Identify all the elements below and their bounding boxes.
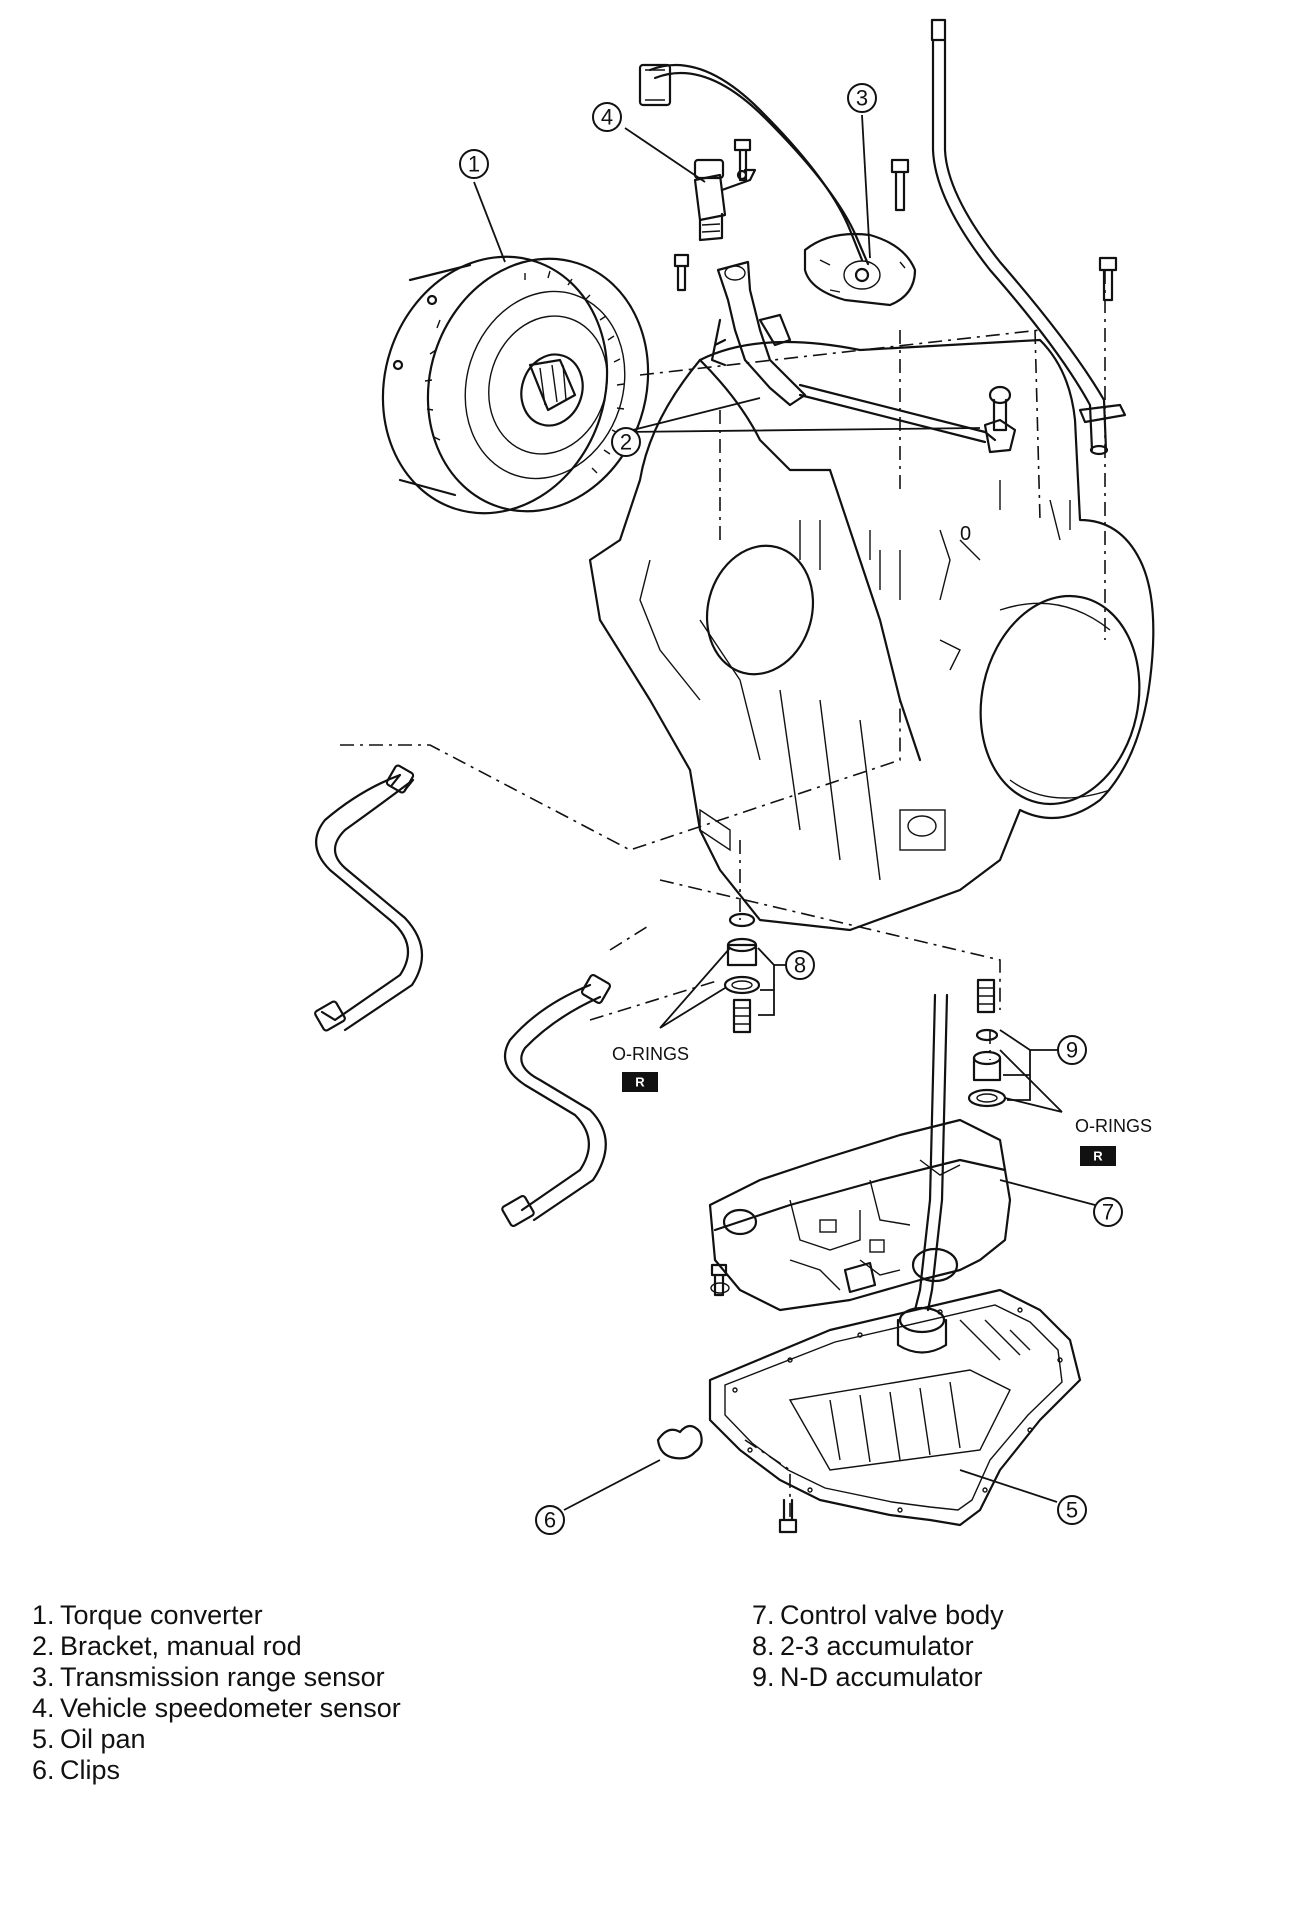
svg-text:1: 1 <box>468 152 480 177</box>
svg-text:6: 6 <box>544 1508 556 1533</box>
oil-cooler-pipes-drawing <box>314 764 612 1228</box>
callout-3: 3 <box>847 83 877 113</box>
bracket-manual-rod-drawing <box>673 253 1017 454</box>
replace-badge-left: R <box>622 1072 658 1092</box>
oil-pan-drawing <box>708 1288 1082 1534</box>
svg-text:5: 5 <box>1066 1498 1078 1523</box>
n-d-accumulator-drawing <box>967 978 1007 1108</box>
legend-item: 2.Bracket, manual rod <box>32 1631 302 1661</box>
exploded-transmission-diagram: 0 <box>314 18 1155 1535</box>
callout-5: 5 <box>1057 1495 1087 1525</box>
legend-item: 8.2-3 accumulator <box>752 1631 974 1661</box>
svg-text:0: 0 <box>960 523 971 545</box>
callout-7: 7 <box>1093 1197 1123 1227</box>
svg-text:R: R <box>635 1075 645 1090</box>
assembly-lines <box>340 270 1106 1520</box>
dipstick-tube-drawing <box>930 18 1127 456</box>
callout-8: 8 <box>785 950 815 980</box>
callout-6: 6 <box>535 1505 565 1535</box>
transmission-range-sensor-drawing <box>638 63 917 307</box>
transmission-case-drawing: 0 <box>588 338 1155 932</box>
callout-1: 1 <box>459 149 489 179</box>
svg-text:2: 2 <box>620 430 632 455</box>
o-rings-label-left: O-RINGS <box>612 1044 689 1064</box>
vehicle-speedometer-sensor-drawing <box>693 138 757 242</box>
torque-converter-drawing <box>381 255 650 515</box>
o-rings-label-right: O-RINGS <box>1075 1116 1152 1136</box>
legend-item: 3.Transmission range sensor <box>32 1662 385 1692</box>
svg-text:7: 7 <box>1102 1200 1114 1225</box>
callout-9: 9 <box>1057 1035 1087 1065</box>
legend-item: 1.Torque converter <box>32 1600 263 1630</box>
clip-drawing <box>656 1424 703 1460</box>
legend-item: 5.Oil pan <box>32 1724 146 1754</box>
legend-item: 4.Vehicle speedometer sensor <box>32 1693 401 1723</box>
legend-right-column: 7.Control valve body 8.2-3 accumulator 9… <box>752 1600 1004 1693</box>
svg-text:R: R <box>1093 1149 1103 1164</box>
svg-text:8: 8 <box>794 953 806 978</box>
svg-text:3: 3 <box>856 86 868 111</box>
accumulator-2-3-drawing <box>723 912 761 1034</box>
replace-badge-right: R <box>1080 1146 1116 1166</box>
legend-item: 7.Control valve body <box>752 1600 1004 1630</box>
svg-text:4: 4 <box>601 105 613 130</box>
svg-text:9: 9 <box>1066 1038 1078 1063</box>
legend-left-column: 1.Torque converter 2.Bracket, manual rod… <box>32 1600 401 1786</box>
legend-item: 6.Clips <box>32 1755 121 1785</box>
leader-lines <box>473 114 1096 1511</box>
svg-text:O-RINGS: O-RINGS <box>612 1044 689 1064</box>
callout-2: 2 <box>611 427 641 457</box>
legend-item: 9.N-D accumulator <box>752 1662 983 1692</box>
callout-4: 4 <box>592 102 622 132</box>
svg-text:O-RINGS: O-RINGS <box>1075 1116 1152 1136</box>
